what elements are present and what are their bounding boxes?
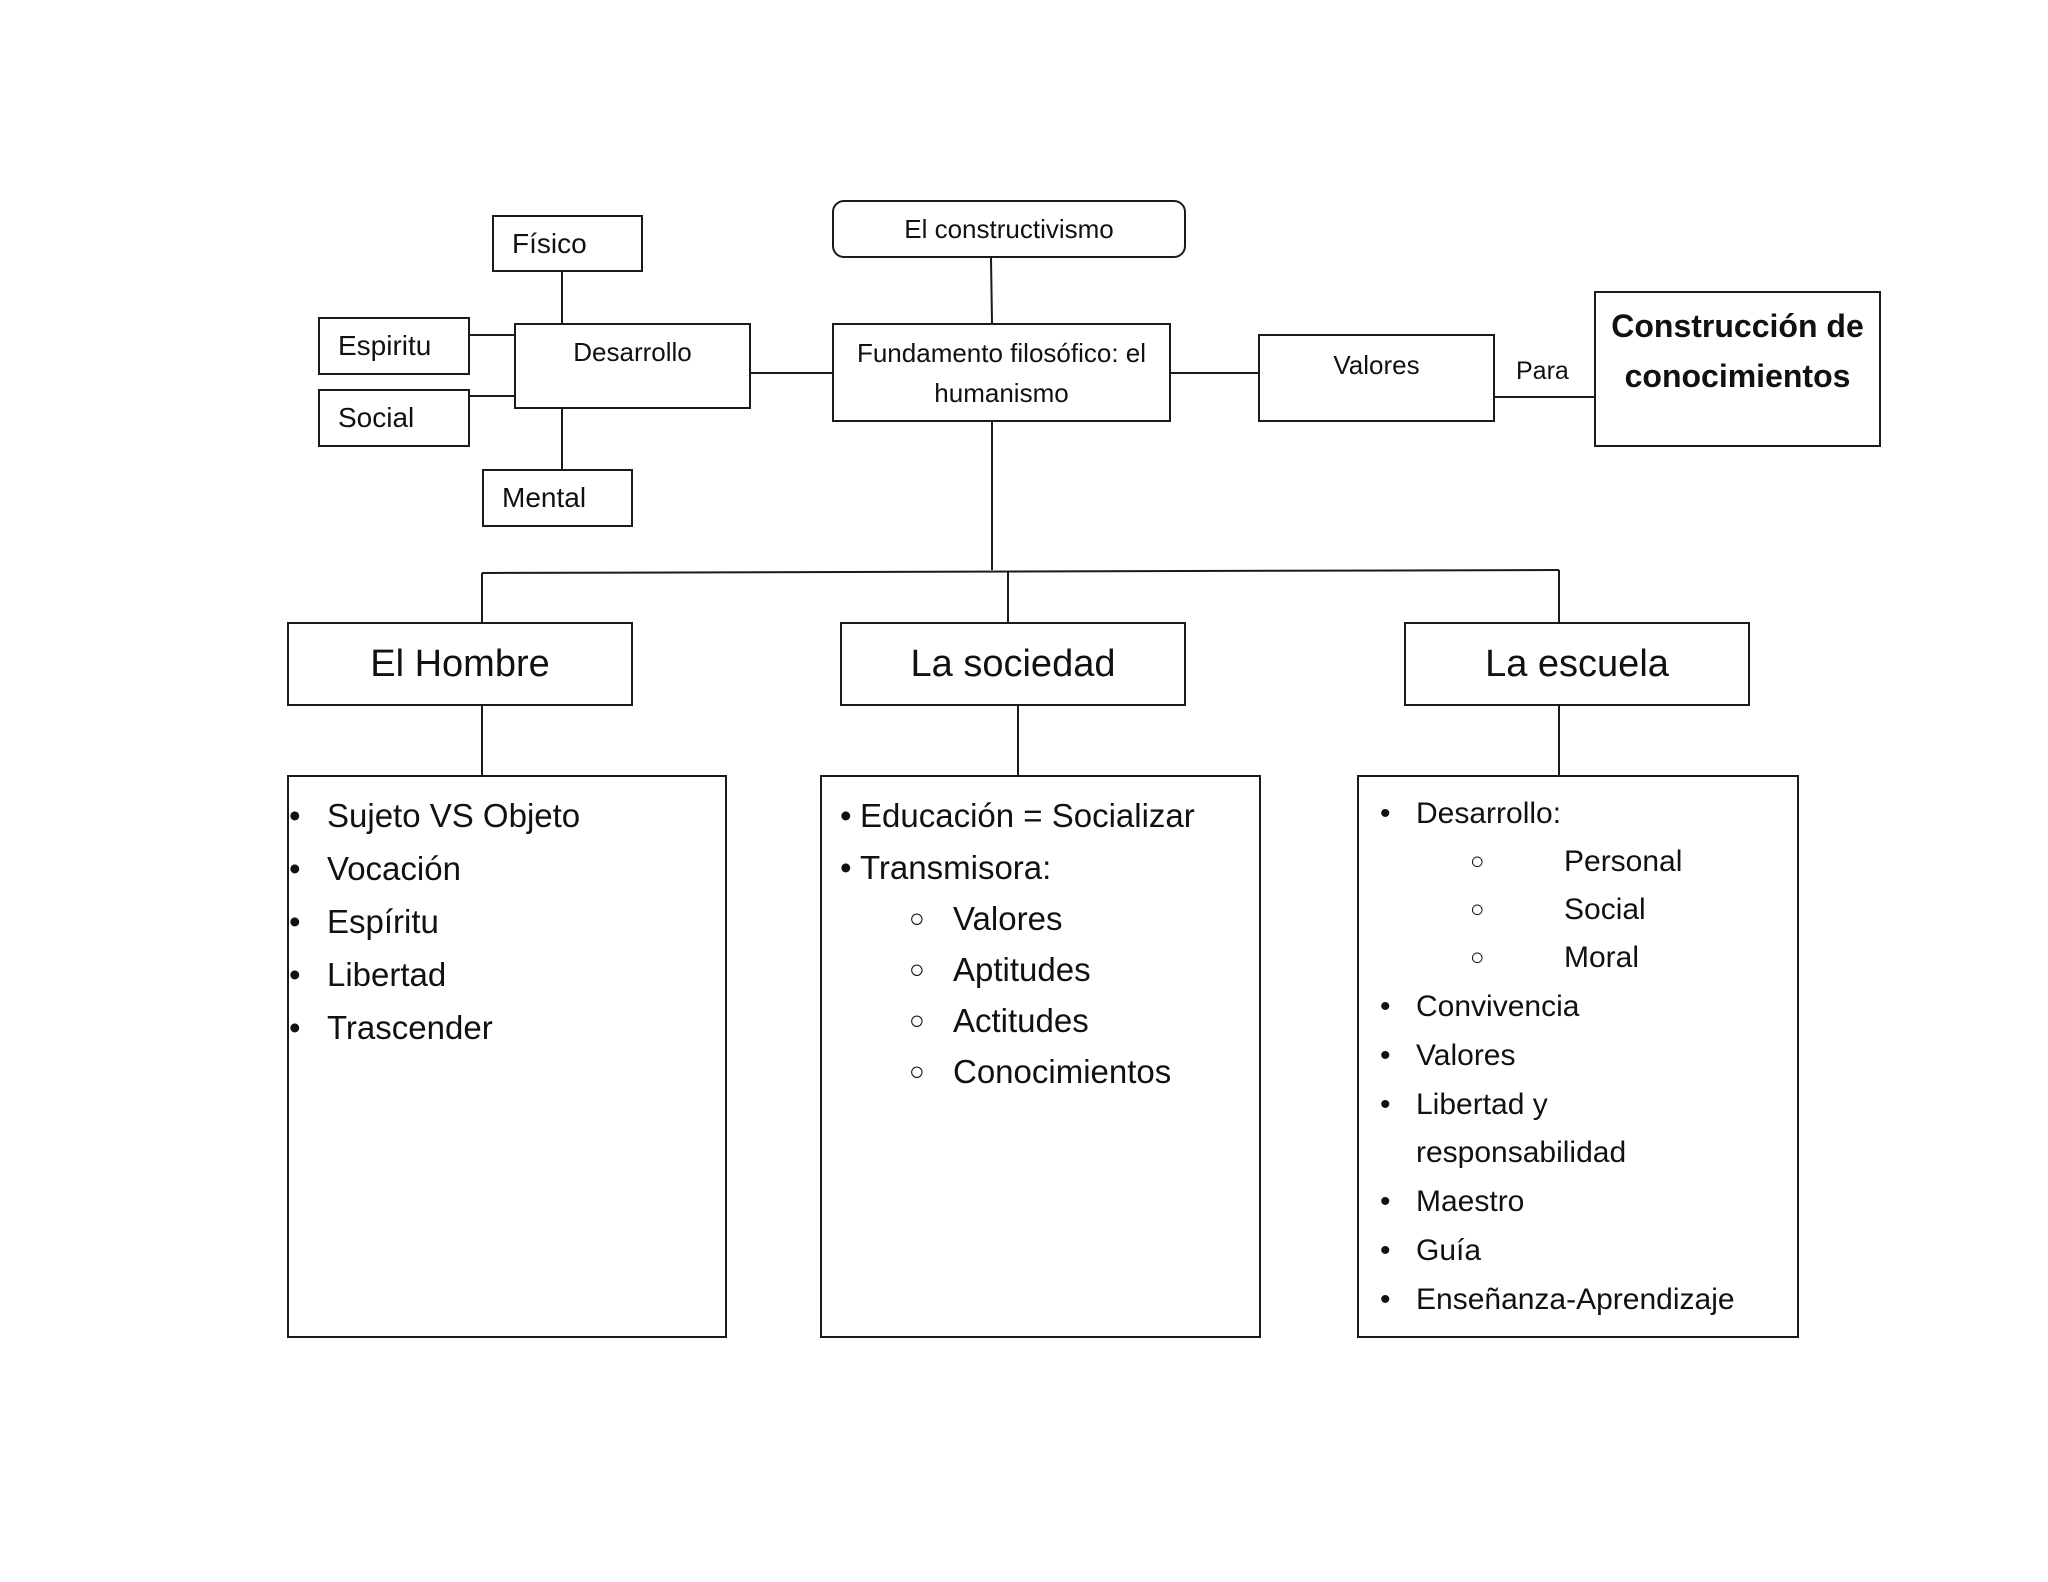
list-item: •Espíritu bbox=[289, 903, 439, 940]
el-hombre-content: •Sujeto VS Objeto •Vocación •Espíritu •L… bbox=[287, 775, 727, 1338]
list-item: •Vocación bbox=[289, 850, 461, 887]
la-escuela-label: La escuela bbox=[1485, 642, 1669, 685]
list-item: •Maestro bbox=[1380, 1185, 1525, 1218]
list-item: ○Aptitudes bbox=[909, 951, 1091, 988]
fisico-label: Físico bbox=[512, 227, 587, 259]
la-sociedad-content: •Educación = Socializar •Transmisora: ○V… bbox=[820, 775, 1261, 1338]
mental-box: Mental bbox=[482, 469, 633, 527]
para-label: Para bbox=[1516, 357, 1569, 385]
desarrollo-box: Desarrollo bbox=[514, 323, 751, 409]
constructivismo-label: El constructivismo bbox=[904, 213, 1114, 244]
el-hombre-label: El Hombre bbox=[370, 642, 550, 685]
construccion-label: Construcción de conocimientos bbox=[1611, 308, 1864, 394]
list-item: •Libertad bbox=[289, 956, 447, 993]
list-item: •Enseñanza-Aprendizaje bbox=[1380, 1283, 1735, 1316]
social-box: Social bbox=[318, 389, 470, 447]
la-escuela-content: •Desarrollo: ○Personal ○Social ○Moral •C… bbox=[1357, 775, 1799, 1338]
la-sociedad-label: La sociedad bbox=[910, 642, 1116, 685]
list-item: •Trascender bbox=[289, 1009, 493, 1046]
list-item: ○Valores bbox=[909, 900, 1063, 937]
list-item: ○Conocimientos bbox=[909, 1053, 1172, 1090]
constructivismo-box: El constructivismo bbox=[832, 200, 1186, 258]
construccion-box: Construcción de conocimientos bbox=[1594, 291, 1881, 447]
valores-label: Valores bbox=[1333, 350, 1420, 380]
list-item: ○Actitudes bbox=[909, 1002, 1089, 1039]
list-item: •Guía bbox=[1380, 1234, 1482, 1267]
list-item: •Educación = Socializar bbox=[840, 797, 1195, 834]
list-item: •Libertad y responsabilidad bbox=[1380, 1088, 1627, 1169]
social-label: Social bbox=[338, 402, 415, 433]
list-item: •Transmisora: bbox=[840, 849, 1052, 886]
list-item: ○Social bbox=[1470, 893, 1646, 926]
la-sociedad-title: La sociedad bbox=[840, 622, 1186, 706]
espiritu-box: Espiritu bbox=[318, 317, 470, 375]
valores-box: Valores bbox=[1258, 334, 1495, 422]
list-item: •Valores bbox=[1380, 1039, 1516, 1072]
list-item: •Sujeto VS Objeto bbox=[289, 797, 581, 834]
list-item: ○Moral bbox=[1470, 941, 1640, 974]
fundamento-label: Fundamento filosófico: el humanismo bbox=[856, 337, 1147, 408]
mental-label: Mental bbox=[502, 482, 587, 513]
list-item: •Convivencia bbox=[1380, 990, 1580, 1023]
list-item: •Desarrollo: bbox=[1380, 797, 1562, 830]
list-item: ○Personal bbox=[1470, 845, 1683, 878]
fisico-box: Físico bbox=[492, 215, 643, 272]
desarrollo-label: Desarrollo bbox=[573, 337, 692, 367]
espiritu-label: Espiritu bbox=[338, 330, 432, 361]
fundamento-box: Fundamento filosófico: el humanismo bbox=[832, 323, 1171, 422]
el-hombre-title: El Hombre bbox=[287, 622, 633, 706]
la-escuela-title: La escuela bbox=[1404, 622, 1750, 706]
